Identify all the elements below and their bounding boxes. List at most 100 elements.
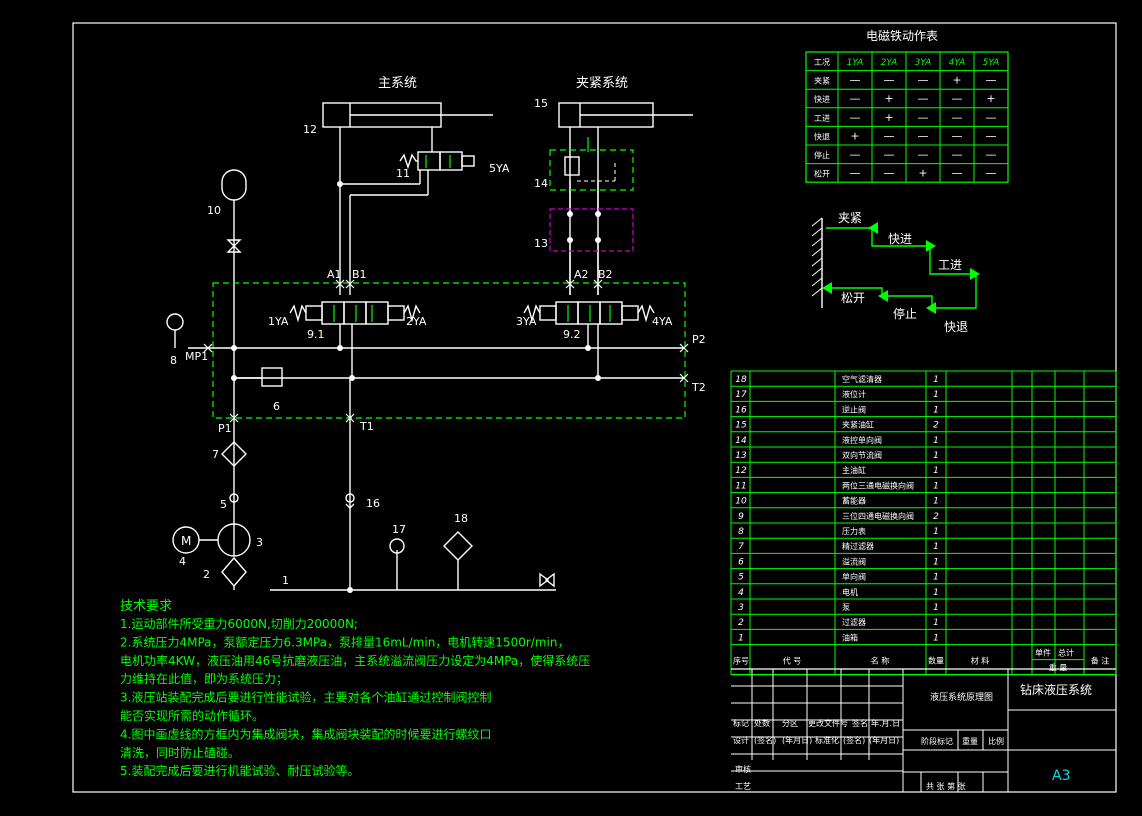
main-system-label: 主系统	[378, 76, 417, 91]
parts-row-name: 电机	[842, 587, 858, 597]
parts-row-qty: 1	[933, 527, 939, 537]
label-1: 1	[282, 574, 289, 587]
parts-row-no: 11	[735, 481, 746, 491]
parts-row-no: 8	[738, 527, 744, 537]
title-block-text: 比例	[988, 736, 1004, 746]
parts-row-no: 17	[735, 390, 747, 400]
tech-line: 清洗，同时防止磕碰。	[120, 745, 240, 760]
table-cell: —	[850, 74, 861, 87]
label-7: 7	[212, 448, 219, 461]
table-cell: +	[952, 74, 961, 87]
parts-header-cell: 序号	[733, 656, 749, 666]
valve-14-block	[549, 149, 634, 191]
cycle-clamp: 夹紧	[838, 211, 862, 225]
solenoid-table-title: 电磁铁动作表	[866, 28, 938, 43]
circuit-labels: 主系统 夹紧系统 1 2 3 4 5 6 7 8 10 11 12 13 14 …	[170, 76, 706, 587]
parts-row-qty: 1	[933, 573, 939, 583]
label-14: 14	[534, 177, 548, 190]
parts-row-name: 过滤器	[842, 617, 866, 627]
parts-row-name: 液位计	[842, 389, 866, 399]
title-block-text: 工艺	[735, 782, 751, 791]
title-block-text: (年月日)	[869, 735, 899, 745]
table-cell: +	[884, 92, 893, 105]
label-8: 8	[170, 354, 177, 367]
table-cell: —	[918, 111, 929, 124]
table-cell: —	[952, 129, 963, 142]
parts-row-qty: 1	[933, 451, 939, 461]
clamp-system-label: 夹紧系统	[576, 76, 628, 91]
port-crosses	[203, 279, 689, 423]
tech-line: 1.运动部件所受重力6000N,切削力20000N;	[120, 616, 358, 631]
parts-row-qty: 1	[933, 633, 939, 643]
parts-row-no: 3	[738, 603, 744, 613]
parts-row-name: 油箱	[842, 632, 858, 642]
main-valve-block	[212, 282, 686, 419]
table-cell: —	[918, 74, 929, 87]
title-block-text: 标准化	[815, 735, 839, 745]
cycle-stop: 停止	[893, 306, 917, 321]
label-13: 13	[534, 237, 548, 250]
parts-row-name: 泵	[842, 603, 850, 612]
parts-row-name: 主油缸	[842, 465, 866, 475]
title-block-text: 年.月.日	[871, 718, 900, 728]
parts-row-no: 18	[735, 375, 747, 385]
table-cell: —	[986, 111, 997, 124]
table-cell: +	[850, 129, 859, 142]
table-cell: —	[952, 92, 963, 105]
label-16: 16	[366, 497, 380, 510]
port-t2: T2	[691, 381, 706, 394]
port-t1: T1	[359, 420, 374, 433]
table-cell: 夹紧	[814, 76, 830, 86]
table-cell: —	[952, 167, 963, 180]
parts-row-name: 溢流阀	[842, 556, 866, 566]
title-block-text: (签名)	[843, 735, 865, 745]
parts-row-name: 压力表	[842, 526, 866, 536]
label-11: 11	[396, 167, 410, 180]
parts-row-qty: 1	[933, 466, 939, 476]
tech-title: 技术要求	[120, 599, 172, 614]
label-18: 18	[454, 512, 468, 525]
tech-line: 2.系统压力4MPa，泵额定压力6.3MPa，泵排量16mL/min，电机转速1…	[120, 634, 569, 649]
table-cell: +	[986, 92, 995, 105]
table-cell: —	[918, 148, 929, 161]
parts-row-no: 2	[738, 618, 744, 628]
label-17: 17	[392, 523, 406, 536]
solenoid-4ya: 4YA	[652, 315, 673, 328]
parts-header-cell: 数量	[928, 656, 944, 666]
tech-line: 能否实现所需的动作循环。	[120, 708, 264, 723]
tech-line: 5.装配完成后要进行机能试验、耐压试验等。	[120, 763, 359, 778]
tech-line: 4.图中画虚线的方框内为集成阀块，集成阀块装配的时候要进行螺纹口	[120, 726, 491, 741]
table-cell: —	[986, 129, 997, 142]
parts-row-qty: 1	[933, 618, 939, 628]
title-block: 标记处数分区更改文件号签名年.月.日设计(签名)(年月日)标准化(签名)(年月日…	[731, 668, 1116, 792]
table-cell: —	[952, 111, 963, 124]
label-2: 2	[203, 568, 210, 581]
table-cell: 快进	[814, 94, 830, 104]
table-cell: 停止	[814, 150, 830, 160]
parts-row-qty: 1	[933, 542, 939, 552]
title-block-text: 处数	[754, 718, 770, 728]
port-a2: A2	[574, 268, 589, 281]
parts-row-qty: 1	[933, 588, 939, 598]
label-12: 12	[303, 123, 317, 136]
table-cell: —	[986, 74, 997, 87]
parts-row-no: 14	[735, 436, 747, 446]
parts-row-no: 12	[735, 466, 747, 476]
parts-row-name: 精过滤器	[842, 541, 874, 551]
sheet-size: A3	[1052, 768, 1070, 784]
parts-row-qty: 1	[933, 557, 939, 567]
label-10: 10	[207, 204, 221, 217]
table-header-cell: 4YA	[949, 58, 966, 68]
integrated-blocks	[212, 149, 686, 419]
cycle-fast-return: 快退	[944, 320, 968, 334]
junction-dots	[231, 181, 601, 593]
table-cell: 工进	[814, 114, 830, 123]
parts-header-cell: 代 号	[783, 656, 802, 666]
title-block-text: 分区	[782, 719, 798, 728]
title-block-text: 设计	[733, 735, 749, 745]
parts-row-name: 空气滤清器	[842, 374, 882, 384]
table-cell: +	[918, 167, 927, 180]
parts-row-no: 9	[738, 512, 744, 522]
